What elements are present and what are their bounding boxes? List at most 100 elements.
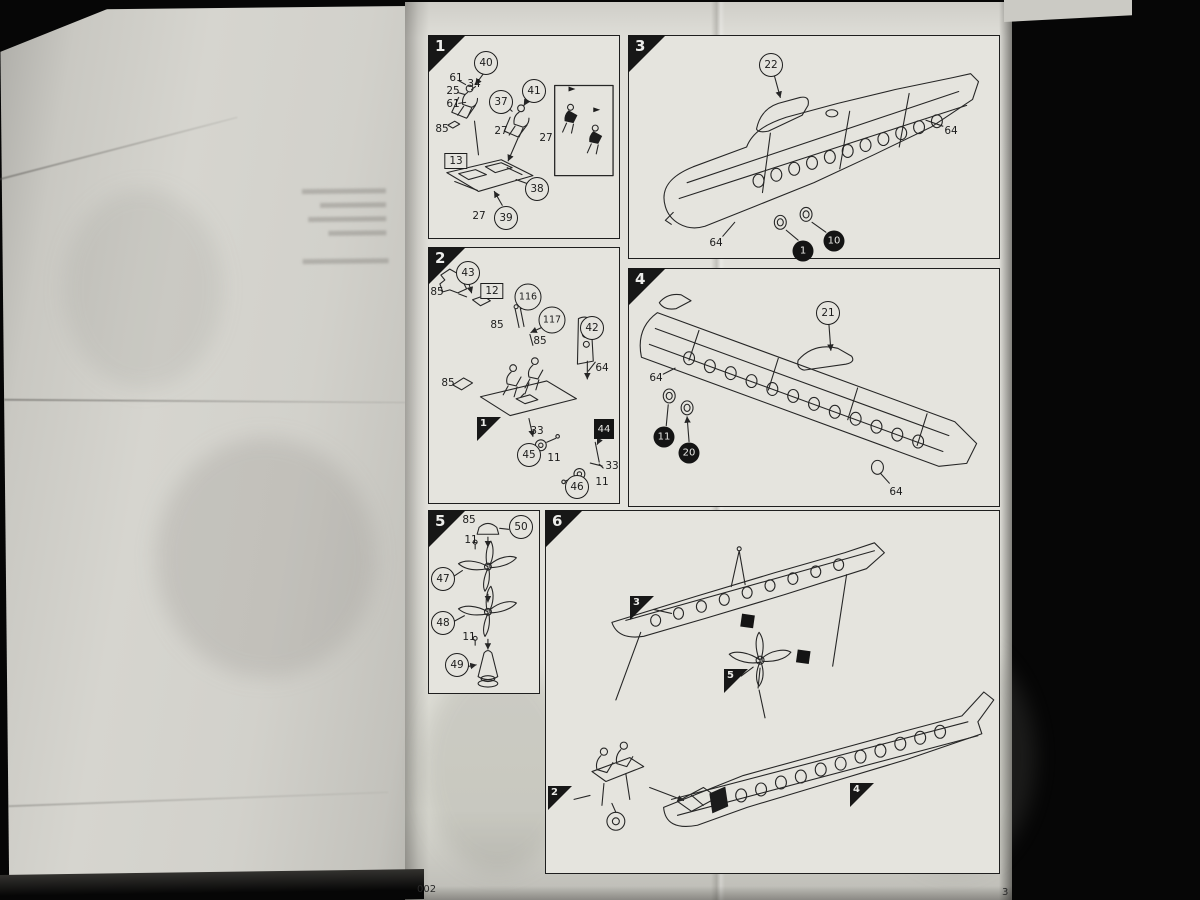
part-callout-circle: 45 (517, 443, 541, 467)
paint-ref-square: 44 (594, 419, 614, 439)
part-number-label: 64 (595, 362, 609, 374)
final-assembly-drawing (573, 542, 995, 831)
part-number-label: 27 (539, 132, 553, 144)
step-triangle-shape (428, 35, 466, 73)
part-callout-circle: 47 (431, 567, 455, 591)
part-number-label: 11 (547, 452, 561, 464)
assembly-ref-triangle: 2 (548, 786, 572, 810)
paint-ref-circle: 1 (792, 240, 814, 262)
part-number-label: 85 (430, 286, 444, 298)
part-callout-circle: 40 (474, 51, 498, 75)
part-callout-circle: 22 (759, 53, 783, 77)
tail-rotor-assembly-drawing (453, 522, 517, 688)
part-number-label: 11 (462, 631, 476, 643)
step-number: 1 (435, 37, 446, 55)
part-number-label: 85 (441, 377, 455, 389)
bleedthrough-text-line (308, 216, 387, 223)
part-callout-circle: 37 (489, 90, 513, 114)
blank-left-page (0, 6, 420, 879)
step-panel-2: 2 (428, 247, 620, 504)
fuselage-half-drawing (663, 73, 980, 241)
step-panel-3: 3 (628, 35, 1000, 262)
print-bleedthrough (154, 436, 378, 679)
part-callout-circle: 43 (456, 261, 480, 285)
bleedthrough-text-line (302, 258, 389, 265)
step-corner-marker: 3 (628, 35, 666, 73)
bleedthrough-text-line (328, 230, 387, 236)
background-corner-bottom-left (0, 869, 424, 900)
part-number-label: 85 (462, 514, 476, 526)
assembly-ref-triangle: 4 (850, 783, 874, 807)
step-triangle-shape (628, 35, 666, 73)
step-number: 3 (635, 37, 646, 55)
step-panel-1: 1 (428, 35, 620, 239)
step-panel-4: 4 (628, 268, 1000, 507)
instruction-page: 1 (405, 2, 1035, 900)
page-bottom-edge-shadow (405, 886, 1012, 900)
part-callout-circle: 116 (514, 283, 542, 311)
part-number-label: 27 (494, 125, 508, 137)
paint-ref-circle: 10 (823, 230, 845, 252)
part-number-label: 61 (446, 98, 460, 110)
print-bleedthrough (61, 187, 224, 390)
bleedthrough-text-line (320, 202, 387, 208)
part-number-label: 33 (530, 425, 544, 437)
part-callout-box: 12 (480, 283, 504, 299)
part-number-label: 64 (944, 125, 958, 137)
step-triangle-shape (628, 268, 666, 306)
step-number: 5 (435, 512, 446, 530)
page-right-edge-shadow (999, 2, 1012, 900)
step-corner-marker: 6 (545, 510, 583, 548)
page-gutter-shadow (405, 2, 429, 900)
part-number-label: 11 (464, 534, 478, 546)
part-callout-circle: 46 (565, 475, 589, 499)
assembly-ref-triangle: 3 (630, 596, 654, 620)
step-triangle-shape (545, 510, 583, 548)
part-number-label: 85 (490, 319, 504, 331)
part-number-label: 27 (472, 210, 486, 222)
part-callout-circle: 41 (522, 79, 546, 103)
paper-crease (0, 116, 238, 184)
part-number-label: 64 (649, 372, 663, 384)
fuselage-half-drawing (639, 293, 978, 484)
paper-crease (4, 398, 410, 404)
part-callout-circle: 21 (816, 301, 840, 325)
paper-crease (8, 791, 389, 808)
bleedthrough-text-line (301, 188, 386, 195)
part-callout-circle: 38 (525, 177, 549, 201)
part-number-label: 85 (533, 335, 547, 347)
step-number: 4 (635, 270, 646, 288)
step-triangle-shape (428, 247, 466, 285)
part-callout-circle: 39 (494, 206, 518, 230)
part-number-label: 85 (435, 123, 449, 135)
part-number-label: 11 (595, 476, 609, 488)
sheet-code: 002 (417, 884, 437, 895)
step-corner-marker: 1 (428, 35, 466, 73)
seat-assembly-drawing (446, 73, 614, 206)
part-callout-circle: 42 (580, 316, 604, 340)
step-corner-marker: 4 (628, 268, 666, 306)
step-panel-5: 5 (428, 510, 540, 694)
step-corner-marker: 5 (428, 510, 466, 548)
assembly-ref-triangle: 1 (477, 417, 501, 441)
paper-sliver-top-right (1004, 0, 1132, 22)
step-panel-6: 6 (545, 510, 1000, 874)
part-number-label: 61 (449, 72, 463, 84)
step-corner-marker: 2 (428, 247, 466, 285)
page-number: 3 (1002, 887, 1009, 898)
paint-ref-circle: 11 (653, 426, 675, 448)
part-number-label: 64 (709, 237, 723, 249)
part-callout-circle: 117 (538, 306, 566, 334)
paint-ref-circle: 20 (678, 442, 700, 464)
assembly-ref-triangle: 5 (724, 669, 748, 693)
part-callout-circle: 50 (509, 515, 533, 539)
part-callout-box: 13 (444, 153, 468, 169)
part-number-label: 64 (889, 486, 903, 498)
step-triangle-shape (428, 510, 466, 548)
part-callout-circle: 49 (445, 653, 469, 677)
part-callout-circle: 48 (431, 611, 455, 635)
part-number-label: 25 (446, 85, 460, 97)
step-number: 2 (435, 249, 446, 267)
part-number-label: 34 (467, 78, 481, 90)
